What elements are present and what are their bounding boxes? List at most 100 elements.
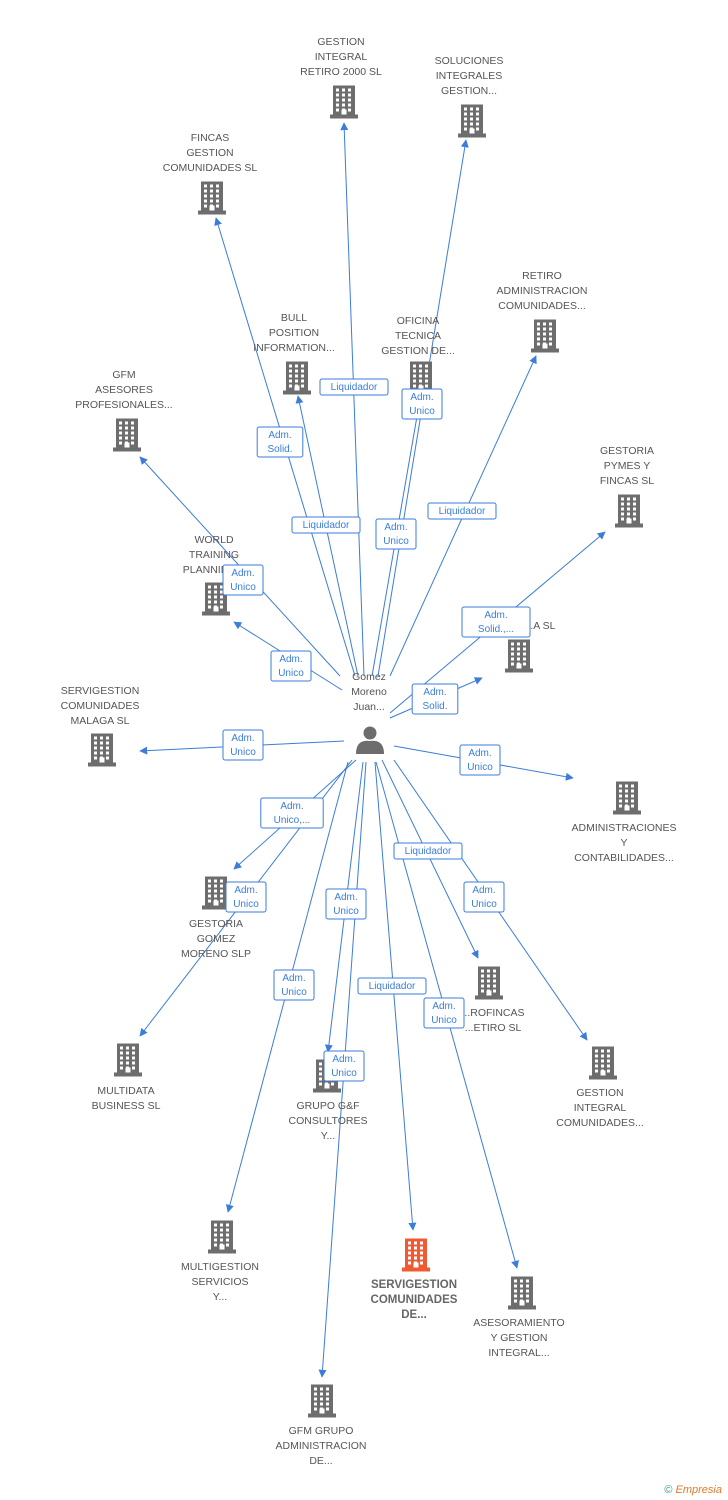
building-icon[interactable] (531, 319, 559, 353)
relation-label-n3[interactable]: Adm.Solid. (256, 426, 304, 458)
building-icon[interactable] (505, 639, 533, 673)
company-name-label: ...A SL (525, 620, 556, 632)
relation-label-n2[interactable]: Adm.Unico (401, 388, 443, 420)
relation-label-n14[interactable]: Liquidador (393, 842, 463, 860)
relation-label-n12[interactable]: Adm.Unico (459, 744, 501, 776)
edge-to-n1 (340, 122, 365, 677)
relation-label-n13[interactable]: Adm.Unico,... (260, 797, 324, 829)
building-icon[interactable] (202, 582, 230, 616)
relation-labels-layer: LiquidadorAdm.UnicoAdm.Solid.LiquidadorL… (222, 378, 531, 1082)
brand-logo[interactable]: Empresia (675, 1484, 722, 1496)
relation-label-text: Adm.Unico (409, 392, 435, 417)
relation-label-text: Adm.Unico,... (274, 801, 311, 826)
relation-label-n20[interactable]: Adm.Unico (423, 997, 465, 1029)
building-icon[interactable] (613, 781, 641, 815)
person-icon[interactable] (356, 726, 384, 755)
company-node-n14[interactable]: ...ROFINCAS...ETIRO SL (461, 966, 525, 1035)
building-icon[interactable] (114, 1043, 142, 1077)
relation-label-text: Liquidador (405, 846, 452, 857)
relation-label-n16[interactable]: Adm.Unico (463, 881, 505, 913)
relation-label-n18[interactable]: Adm.Unico (273, 969, 315, 1001)
building-icon[interactable] (198, 181, 226, 215)
building-icon[interactable] (458, 104, 486, 138)
building-icon[interactable] (589, 1046, 617, 1080)
relation-label-n8[interactable]: Adm.Solid.,... (461, 606, 531, 638)
building-icon[interactable] (330, 85, 358, 119)
edge-to-n19 (374, 761, 417, 1231)
relation-label-text: Adm.Solid.,... (478, 610, 514, 635)
edge-to-n5 (295, 395, 359, 677)
building-icon[interactable] (202, 876, 230, 910)
relation-label-n17[interactable]: Adm.Unico (325, 888, 367, 920)
building-icon[interactable] (113, 418, 141, 452)
relation-label-text: Adm.Unico (278, 654, 304, 679)
building-icon[interactable] (283, 361, 311, 395)
relation-label-text: Liquidador (303, 520, 350, 531)
relation-label-n5[interactable]: Liquidador (291, 516, 361, 534)
building-icon[interactable] (308, 1384, 336, 1418)
building-icon[interactable] (402, 1238, 430, 1272)
relation-label-n19[interactable]: Liquidador (357, 977, 427, 995)
relation-label-n4[interactable]: Liquidador (427, 502, 497, 520)
relation-label-text: Adm.Unico (471, 885, 497, 910)
copyright-symbol: © (664, 1484, 673, 1496)
relation-label-text: Adm.Unico (281, 973, 307, 998)
relation-label-text: Adm.Unico (230, 733, 256, 758)
relation-label-text: Adm.Unico (431, 1001, 457, 1026)
company-node-n10[interactable]: ...A SL (505, 620, 556, 673)
building-icon[interactable] (88, 733, 116, 767)
relation-label-text: Liquidador (369, 981, 416, 992)
relation-label-n15[interactable]: Adm.Unico (225, 881, 267, 913)
building-icon[interactable] (615, 494, 643, 528)
building-icon[interactable] (508, 1276, 536, 1310)
relation-label-n6[interactable]: Adm.Unico (375, 518, 417, 550)
relation-label-n1[interactable]: Liquidador (319, 378, 389, 396)
building-icon[interactable] (208, 1220, 236, 1254)
building-icon[interactable] (475, 966, 503, 1000)
relation-label-n9[interactable]: Adm.Unico (270, 650, 312, 682)
relation-label-text: Adm.Unico (467, 748, 493, 773)
company-name-label: ...ROFINCAS...ETIRO SL (461, 1007, 524, 1034)
relation-label-n10[interactable]: Adm.Solid. (411, 683, 459, 715)
relation-label-text: Adm.Unico (230, 568, 256, 593)
relation-label-n11[interactable]: Adm.Unico (222, 729, 264, 761)
relation-label-n7[interactable]: Adm.Unico (222, 564, 264, 596)
relation-label-n21[interactable]: Adm.Unico (323, 1050, 365, 1082)
relation-label-text: Adm.Solid. (422, 687, 447, 712)
relation-label-text: Adm.Unico (333, 892, 359, 917)
